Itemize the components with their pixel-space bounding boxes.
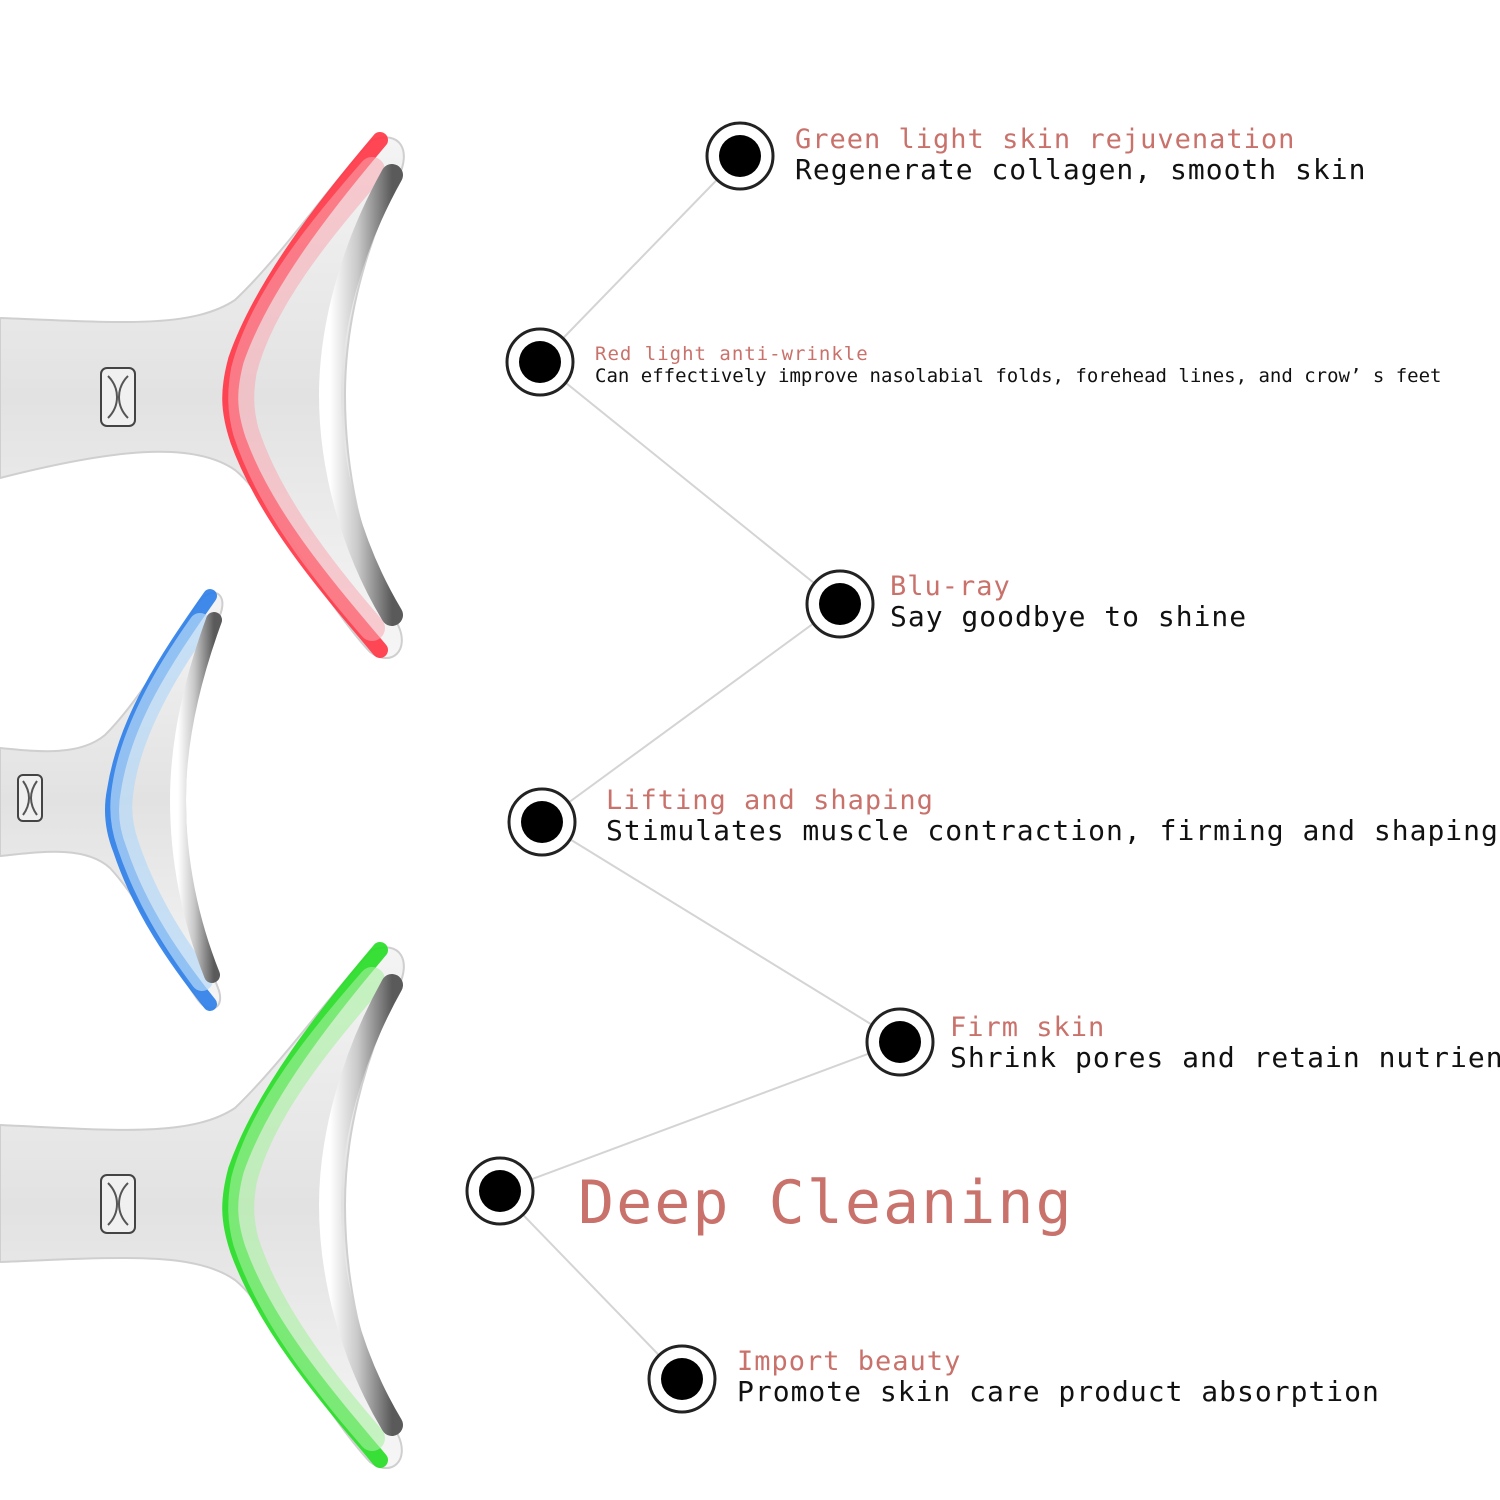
feature-description: Shrink pores and retain nutrients (950, 1041, 1500, 1074)
connector-line (541, 603, 841, 823)
connector-line (499, 1190, 683, 1380)
red-light-device (0, 132, 405, 659)
feature-description: Regenerate collagen, smooth skin (795, 153, 1367, 186)
feature-description: Say goodbye to shine (890, 600, 1248, 633)
button-icon (17, 774, 43, 822)
feature-import-beauty: Import beauty Promote skin care product … (737, 1347, 1380, 1407)
feature-description: Stimulates muscle contraction, firming a… (606, 814, 1499, 847)
feature-title: Deep Cleaning (578, 1168, 1074, 1238)
button-icon (100, 1174, 136, 1234)
bullet-marker-icon (705, 121, 775, 191)
feature-title: Firm skin (950, 1012, 1106, 1043)
feature-title: Import beauty (737, 1346, 962, 1377)
feature-lifting: Lifting and shaping Stimulates muscle co… (606, 786, 1499, 846)
feature-deep-cleaning: Deep Cleaning (578, 1168, 1074, 1238)
connector-lines (499, 155, 901, 1380)
chrome-edge (318, 974, 403, 1436)
connector-line (539, 155, 741, 363)
green-light-device (0, 942, 405, 1469)
connector-line (539, 361, 841, 605)
feature-title: Red light anti-wrinkle (595, 343, 869, 365)
feature-firm-skin: Firm skin Shrink pores and retain nutrie… (950, 1013, 1500, 1073)
bullet-marker-icon (805, 569, 875, 639)
light-glow (228, 967, 385, 1451)
blue-light-device (0, 589, 224, 1011)
button-icon (100, 367, 136, 427)
connector-line (541, 821, 901, 1043)
light-glow (228, 157, 385, 641)
feature-title: Blu-ray (890, 571, 1011, 602)
bullet-marker-icon (865, 1007, 935, 1077)
feature-title: Lifting and shaping (606, 785, 934, 816)
feature-green-light: Green light skin rejuvenation Regenerate… (795, 125, 1366, 185)
bullet-marker-icon (647, 1344, 717, 1414)
light-glow (110, 613, 213, 991)
feature-description: Promote skin care product absorption (737, 1375, 1380, 1408)
bullet-marker-icon (505, 327, 575, 397)
chrome-edge (318, 164, 403, 626)
feature-title: Green light skin rejuvenation (795, 124, 1296, 155)
feature-blue-light: Blu-ray Say goodbye to shine (890, 572, 1247, 632)
bullet-marker-icon (465, 1156, 535, 1226)
bullet-marker-icon (507, 787, 577, 857)
feature-description: Can effectively improve nasolabial folds… (595, 365, 1442, 387)
connector-line (499, 1041, 901, 1192)
chrome-edge (169, 612, 222, 983)
feature-red-light: Red light anti-wrinkle Can effectively i… (595, 343, 1441, 387)
bullet-markers (465, 121, 935, 1414)
